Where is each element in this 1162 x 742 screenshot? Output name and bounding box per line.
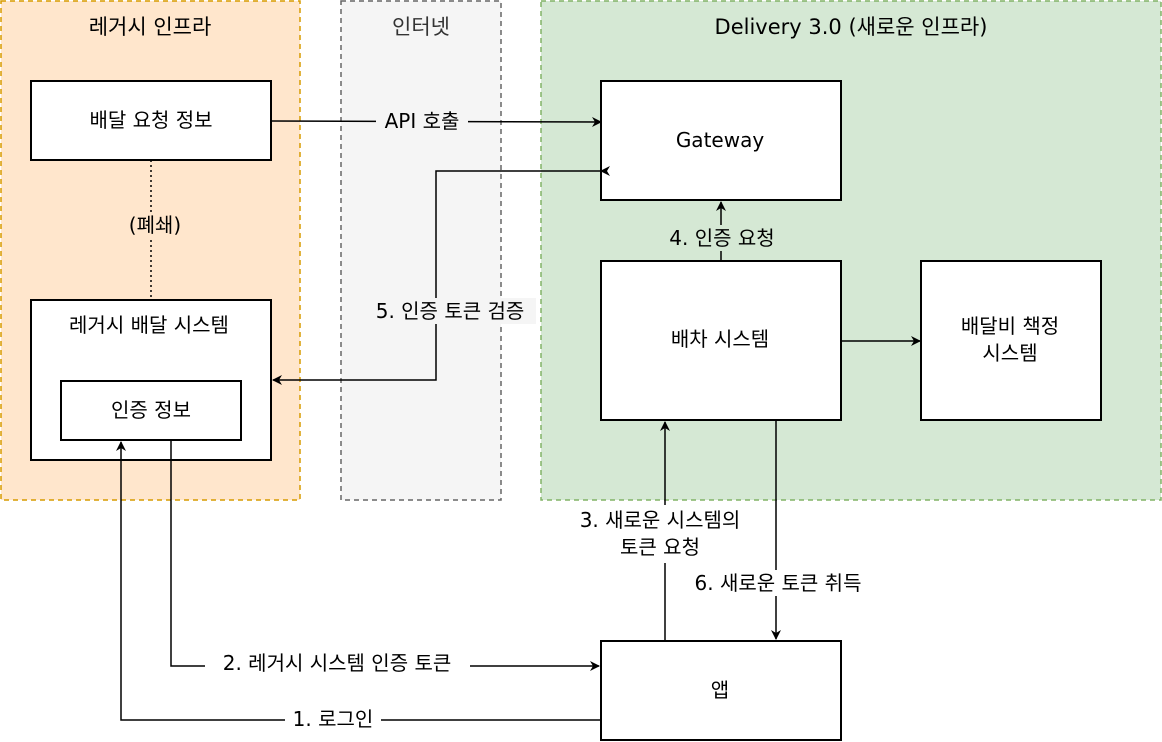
edge-request-new-token-label-line1: 3. 새로운 시스템의 xyxy=(580,508,741,532)
fee-system-label-line1: 배달비 책정 xyxy=(961,314,1059,338)
edge-login xyxy=(116,441,601,721)
delivery-request-info-label: 배달 요청 정보 xyxy=(89,108,212,132)
edge-closed-label: (폐쇄) xyxy=(129,213,181,237)
zone-internet-title: 인터넷 xyxy=(392,15,450,39)
edge-acquire-new-token-label: 6. 새로운 토큰 취득 xyxy=(695,571,862,595)
box-gateway: Gateway xyxy=(600,80,842,201)
edge-legacy-auth-token-label: 2. 레거시 시스템 인증 토큰 xyxy=(223,651,452,675)
box-auth-info: 인증 정보 xyxy=(60,380,242,441)
edge-request-new-token-label-line2: 토큰 요청 xyxy=(620,535,700,559)
box-delivery-fee-system: 배달비 책정 시스템 xyxy=(920,260,1102,421)
edge-verify-token-label: 5. 인증 토큰 검증 xyxy=(376,299,525,323)
gateway-label: Gateway xyxy=(676,128,765,152)
app-label: 앱 xyxy=(711,678,729,702)
legacy-delivery-system-label: 레거시 배달 시스템 xyxy=(69,313,229,337)
box-dispatch-system: 배차 시스템 xyxy=(600,260,842,421)
edge-auth-request-label: 4. 인증 요청 xyxy=(669,226,774,250)
zone-internet: 인터넷 xyxy=(340,0,502,501)
edge-verify-token xyxy=(272,166,610,385)
zone-delivery-title: Delivery 3.0 (새로운 인프라) xyxy=(715,15,988,39)
box-app: 앱 xyxy=(600,640,842,741)
auth-info-label: 인증 정보 xyxy=(111,398,191,422)
edge-api-call-label: API 호출 xyxy=(385,109,460,133)
zone-delivery-infra: Delivery 3.0 (새로운 인프라) xyxy=(540,0,1162,501)
fee-system-label-line2: 시스템 xyxy=(982,341,1037,365)
zone-legacy-title: 레거시 인프라 xyxy=(89,15,212,39)
edge-login-label: 1. 로그인 xyxy=(293,707,374,731)
box-delivery-request-info: 배달 요청 정보 xyxy=(30,80,272,161)
dispatch-system-label: 배차 시스템 xyxy=(671,327,769,351)
